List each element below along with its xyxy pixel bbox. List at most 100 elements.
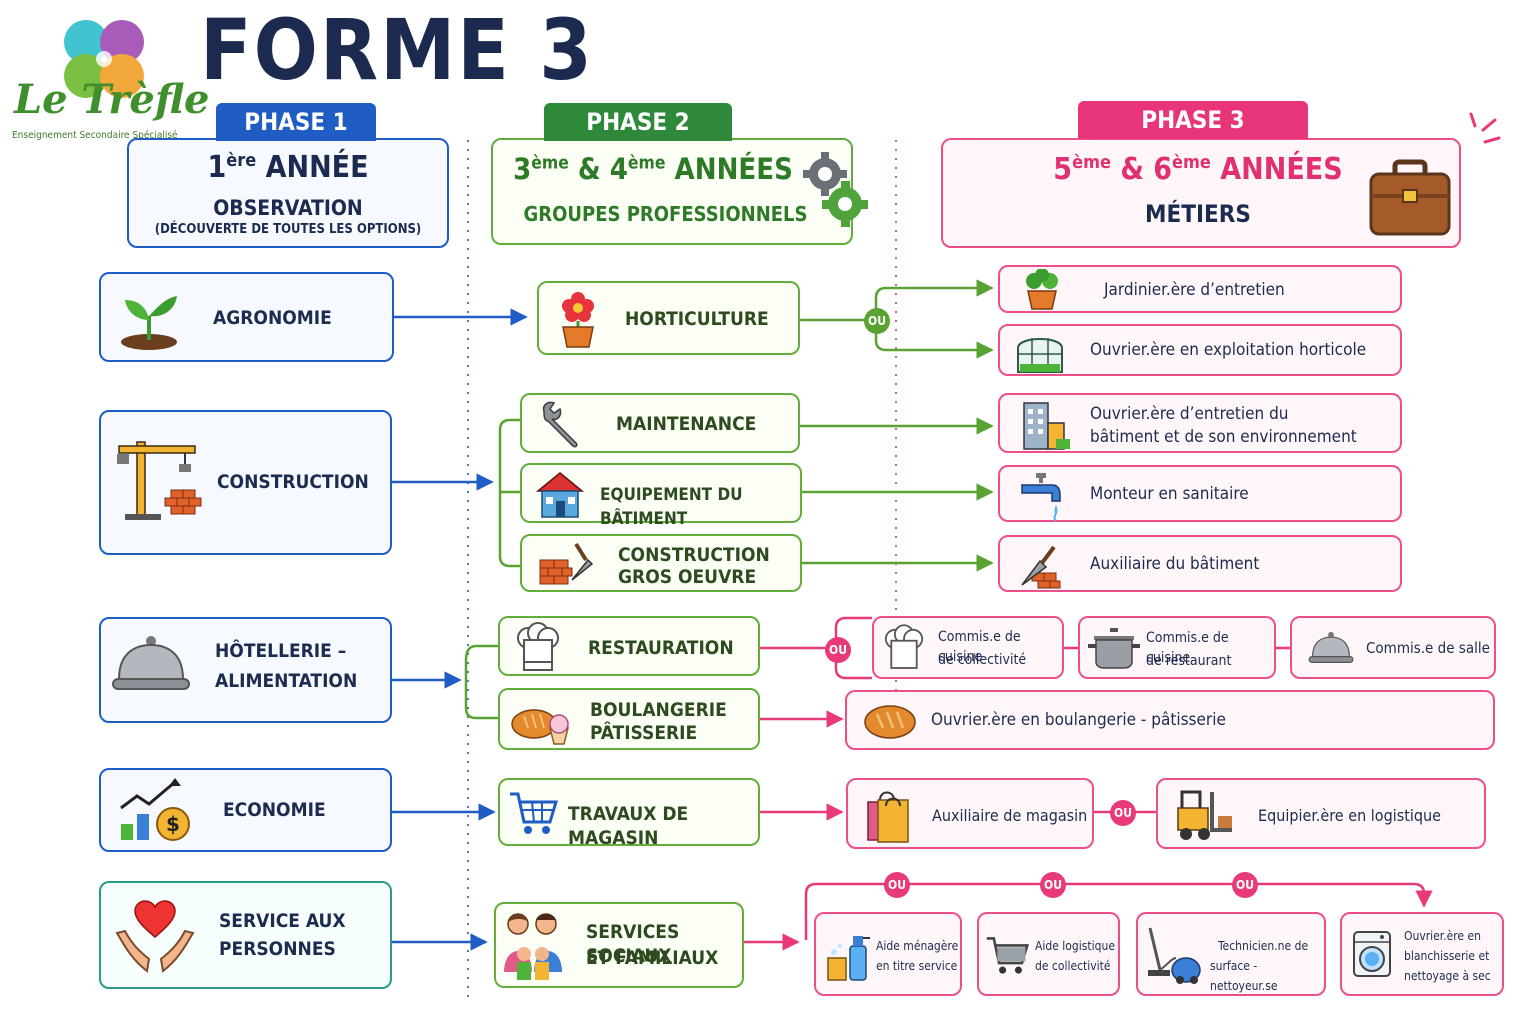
group-label: EQUIPEMENT DU BÂTIMENT [600, 485, 743, 529]
job-label-line2: en titre service [876, 959, 958, 973]
job-label-line1: Aide logistique [1035, 939, 1115, 953]
group-label-line1: SERVICES SOCIAUX [586, 921, 680, 967]
bread-icon [864, 705, 916, 739]
group-equipement-batiment[interactable]: EQUIPEMENT DU BÂTIMENT [520, 463, 802, 529]
group-label-line2: ET FAMILIAUX [586, 947, 719, 969]
phase-2-header: 3ème & 4ème ANNÉES GROUPES PROFESSIONNEL… [491, 138, 868, 245]
potted-plant-icon [1026, 269, 1058, 310]
group-boulangerie[interactable]: BOULANGERIE PÂTISSERIE [498, 688, 760, 750]
wrench-icon [542, 401, 578, 448]
job-label-line2: bâtiment et de son environnement [1090, 427, 1357, 447]
group-gros-oeuvre[interactable]: CONSTRUCTION GROS OEUVRE [520, 534, 802, 592]
phase-3-header: 5ème & 6ème ANNÉES MÉTIERS [941, 112, 1501, 248]
group-label-line1: BOULANGERIE [590, 699, 727, 721]
group-label: RESTAURATION [588, 637, 734, 659]
cart-icon [986, 937, 1029, 974]
flower-pot-icon [562, 292, 594, 348]
group-label-line2: GROS OEUVRE [618, 566, 757, 588]
group-services-sociaux[interactable]: SERVICES SOCIAUX ET FAMILIAUX [494, 902, 744, 988]
job-blanchisserie[interactable]: Ouvrier.ère en blanchisserie et nettoyag… [1340, 912, 1504, 996]
job-label-line2: blanchisserie et [1404, 949, 1490, 963]
option-hotellerie[interactable]: HÔTELLERIE – ALIMENTATION [99, 617, 392, 723]
sparkle-lines-icon [1469, 112, 1501, 144]
phase-3-subtitle: MÉTIERS [1145, 200, 1251, 228]
phase-1-note: (DÉCOUVERTE DE TOUTES LES OPTIONS) [154, 222, 422, 237]
job-auxiliaire-magasin[interactable]: Auxiliaire de magasin [846, 778, 1094, 849]
phase-3-tab: PHASE 3 [1078, 101, 1308, 139]
group-label-line2: PÂTISSERIE [590, 722, 698, 744]
job-entretien-batiment[interactable]: Ouvrier.ère d’entretien du bâtiment et d… [998, 393, 1402, 453]
year-suffix: ère [226, 150, 257, 171]
option-label: CONSTRUCTION [217, 471, 369, 493]
job-commis-collectivite[interactable]: Commis.e de cuisine de collectivité [872, 616, 1064, 679]
job-auxiliaire-batiment[interactable]: Auxiliaire du bâtiment [998, 535, 1402, 592]
job-jardinier[interactable]: Jardinier.ère d’entretien [998, 265, 1402, 313]
vacuum-icon [1148, 927, 1201, 984]
forklift-icon [1177, 790, 1232, 840]
group-label-line1: CONSTRUCTION [618, 544, 770, 566]
job-monteur-sanitaire[interactable]: Monteur en sanitaire [998, 465, 1402, 522]
year-word: ANNÉE [265, 150, 369, 185]
job-label: Auxiliaire de magasin [932, 806, 1088, 825]
job-label: Commis.e de salle [1366, 639, 1490, 657]
job-technicien-surface[interactable]: Technicien.ne de surface - nettoyeur.se [1136, 912, 1326, 996]
trowel-icon [1021, 545, 1061, 589]
crane-icon [117, 441, 202, 520]
clover-logo-icon [64, 20, 144, 98]
job-label-line3: nettoyage à sec [1404, 969, 1491, 983]
job-commis-restaurant[interactable]: Commis.e de cuisine de restaurant [1078, 616, 1276, 679]
job-boulangerie[interactable]: Ouvrier.ère en boulangerie - pâtisserie [845, 690, 1495, 750]
job-label-line2: de restaurant [1146, 653, 1232, 669]
job-label-line2: de collectivité [1035, 959, 1111, 973]
job-label-line1: Aide ménagère [876, 939, 959, 953]
option-label: ECONOMIE [223, 799, 326, 821]
job-label-line1: Technicien.ne de [1218, 939, 1309, 953]
washing-machine-icon [1353, 931, 1391, 977]
cooking-pot-icon [1088, 628, 1140, 669]
year-suffix-2: ème [1172, 152, 1211, 173]
group-restauration[interactable]: RESTAURATION [498, 616, 760, 676]
year-number: 1 [207, 150, 227, 185]
option-label-line1: HÔTELLERIE – [215, 640, 347, 662]
phase-2-subtitle: GROUPES PROFESSIONNELS [523, 202, 808, 226]
option-economie[interactable]: $ ECONOMIE [99, 768, 392, 852]
connector-ou-restauration: OU [825, 637, 851, 663]
job-label: Auxiliaire du bâtiment [1090, 554, 1260, 574]
faucet-icon [1021, 473, 1061, 521]
gears-icon [803, 152, 868, 227]
group-travaux-magasin[interactable]: TRAVAUX DE MAGASIN [498, 778, 760, 849]
page-title: FORME 3 [200, 1, 594, 99]
job-label: Monteur en sanitaire [1090, 484, 1249, 504]
briefcase-icon [1369, 159, 1451, 236]
job-commis-salle[interactable]: Commis.e de salle [1290, 616, 1496, 679]
cloche-icon [112, 636, 190, 690]
caring-hands-icon [115, 900, 195, 973]
logo: Le Trèfle Enseignement Secondaire Spécia… [10, 10, 209, 146]
option-label: AGRONOMIE [213, 307, 332, 329]
job-label-line1: Ouvrier.ère d’entretien du [1090, 404, 1289, 424]
connector-ou-service-2: OU [1040, 872, 1066, 898]
job-label-line2: de collectivité [938, 652, 1027, 668]
year-suffix: ème [1072, 152, 1111, 173]
option-service-personnes[interactable]: SERVICE AUX PERSONNES [99, 881, 392, 989]
group-maintenance[interactable]: MAINTENANCE [520, 393, 800, 453]
job-label-line1: Commis.e de cuisine [938, 629, 1021, 665]
job-logistique[interactable]: Equipier.ère en logistique [1156, 778, 1486, 849]
group-label: TRAVAUX DE MAGASIN [568, 803, 689, 849]
connector-ou-service-1: OU [884, 872, 910, 898]
job-label: Jardinier.ère d’entretien [1104, 280, 1285, 300]
option-agronomie[interactable]: AGRONOMIE [99, 272, 394, 362]
cleaning-products-icon [827, 936, 870, 981]
job-aide-logistique[interactable]: Aide logistique de collectivité [977, 912, 1120, 996]
option-construction[interactable]: CONSTRUCTION [99, 410, 392, 555]
phase-1-subtitle: OBSERVATION [213, 196, 363, 220]
job-label: Ouvrier.ère en exploitation horticole [1090, 340, 1367, 360]
logo-subtitle: Enseignement Secondaire Spécialisé [12, 130, 178, 141]
group-horticulture[interactable]: HORTICULTURE [537, 281, 800, 355]
phase-2-tab: PHASE 2 [544, 103, 732, 141]
connector-ou-horticulture: OU [864, 308, 890, 334]
job-aide-menagere[interactable]: Aide ménagère en titre service [814, 912, 962, 996]
job-exploitation-horticole[interactable]: Ouvrier.ère en exploitation horticole [998, 324, 1402, 376]
year-word: ANNÉES [1220, 152, 1343, 187]
logo-name: Le Trèfle [14, 76, 210, 123]
